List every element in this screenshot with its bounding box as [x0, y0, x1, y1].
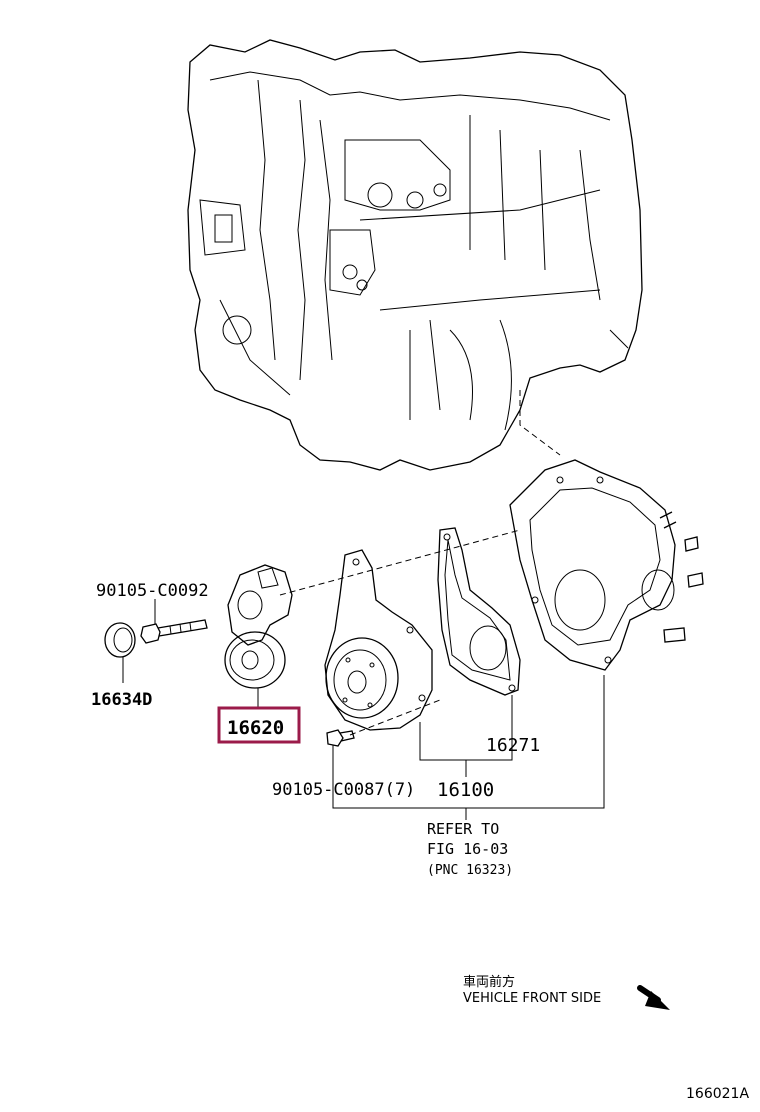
- label-bolt-lower[interactable]: 90105-C0087(7): [272, 780, 415, 800]
- refer-line-3: (PNC 16323): [427, 863, 513, 878]
- refer-line-2: FIG 16-03: [427, 840, 508, 858]
- housing-drawing: [509, 459, 704, 671]
- direction-japanese: 車両前方: [463, 974, 515, 990]
- figure-id: 166021A: [686, 1086, 749, 1102]
- label-bolt-upper[interactable]: 90105-C0092: [96, 581, 209, 601]
- bolt-lower-drawing: [326, 729, 355, 747]
- cap-part-drawing: [104, 622, 136, 658]
- label-tensioner[interactable]: 16620: [227, 717, 284, 739]
- label-cap[interactable]: 16634D: [91, 690, 152, 710]
- alignment-line-upper: [279, 529, 521, 596]
- gasket-drawing: [437, 527, 521, 696]
- highlight-box: [217, 706, 301, 744]
- alignment-line-engine: [519, 390, 561, 456]
- front-direction-arrow-icon: [637, 985, 670, 1010]
- tensioner-part-drawing: [224, 564, 293, 689]
- label-water-pump[interactable]: 16100: [437, 779, 494, 801]
- bolt-upper-drawing: [140, 619, 208, 644]
- direction-english: VEHICLE FRONT SIDE: [463, 991, 601, 1006]
- water-pump-drawing: [324, 549, 433, 731]
- engine-block-drawing: [187, 39, 643, 471]
- leader-lines: [122, 599, 605, 820]
- label-gasket[interactable]: 16271: [486, 735, 540, 756]
- refer-line-1: REFER TO: [427, 820, 499, 838]
